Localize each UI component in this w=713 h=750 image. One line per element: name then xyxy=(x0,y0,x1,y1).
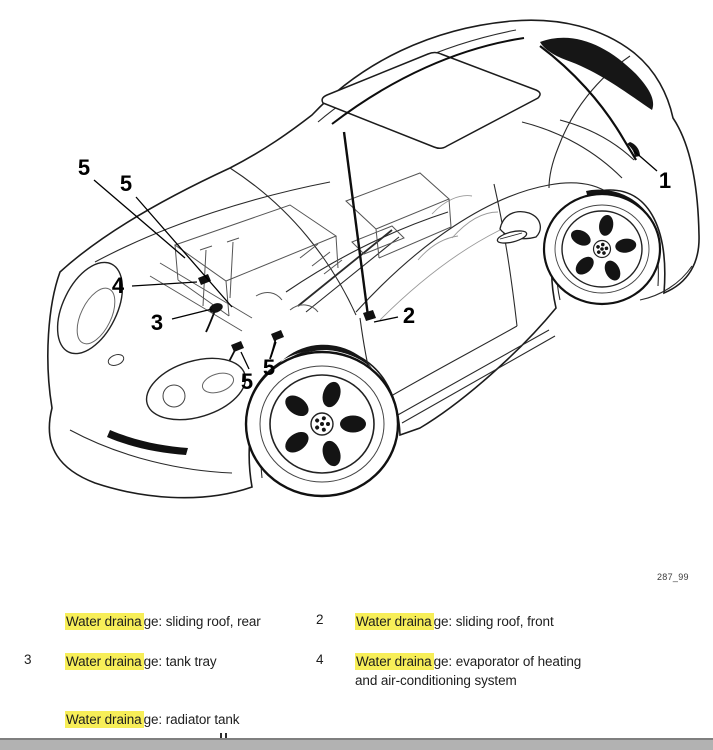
figure-number: 287_99 xyxy=(657,572,689,582)
page-bottom-bar xyxy=(0,738,713,750)
sunroof-panel xyxy=(321,51,541,150)
legend-highlight: Water draina xyxy=(65,711,144,728)
car-diagram: 5 5 4 3 5 5 2 1 xyxy=(47,19,700,499)
legend-highlight: Water draina xyxy=(355,613,434,630)
legend-text: ge: tank tray xyxy=(143,654,217,669)
legend-num-4: 4 xyxy=(316,652,324,667)
callout-leader-lines xyxy=(93,150,658,370)
drain-fittings xyxy=(198,142,640,352)
next-page-text-sliver xyxy=(219,733,231,740)
legend-num-2: 2 xyxy=(316,612,324,627)
legend-text: ge: sliding roof, rear xyxy=(143,614,261,629)
legend-highlight: Water draina xyxy=(65,653,144,670)
engine-bay-parts xyxy=(149,172,452,332)
callout-5-radiator-inner: 5 xyxy=(120,171,132,196)
callout-3: 3 xyxy=(151,310,163,335)
callout-5-front-right: 5 xyxy=(263,355,275,380)
interior-hints xyxy=(379,195,501,321)
headlights xyxy=(56,261,247,421)
callout-4: 4 xyxy=(112,273,125,298)
rear-wheel xyxy=(542,189,662,306)
legend-highlight: Water draina xyxy=(355,653,434,670)
rear-window xyxy=(540,37,654,161)
front-wheel xyxy=(244,344,400,498)
legend-num-3: 3 xyxy=(24,652,32,667)
callout-2: 2 xyxy=(403,303,415,328)
bumper-details xyxy=(107,354,188,455)
legend-text: ge: sliding roof, front xyxy=(433,614,554,629)
legend-text: ge: radiator tank xyxy=(143,712,240,727)
callout-5-radiator-left: 5 xyxy=(78,155,90,180)
callout-5-front-left: 5 xyxy=(241,369,253,394)
legend-text: ge: evaporator of heating and air-condit… xyxy=(355,654,582,688)
door-handle xyxy=(496,230,528,244)
legend-highlight: Water draina xyxy=(65,613,144,630)
callout-1: 1 xyxy=(659,168,671,193)
